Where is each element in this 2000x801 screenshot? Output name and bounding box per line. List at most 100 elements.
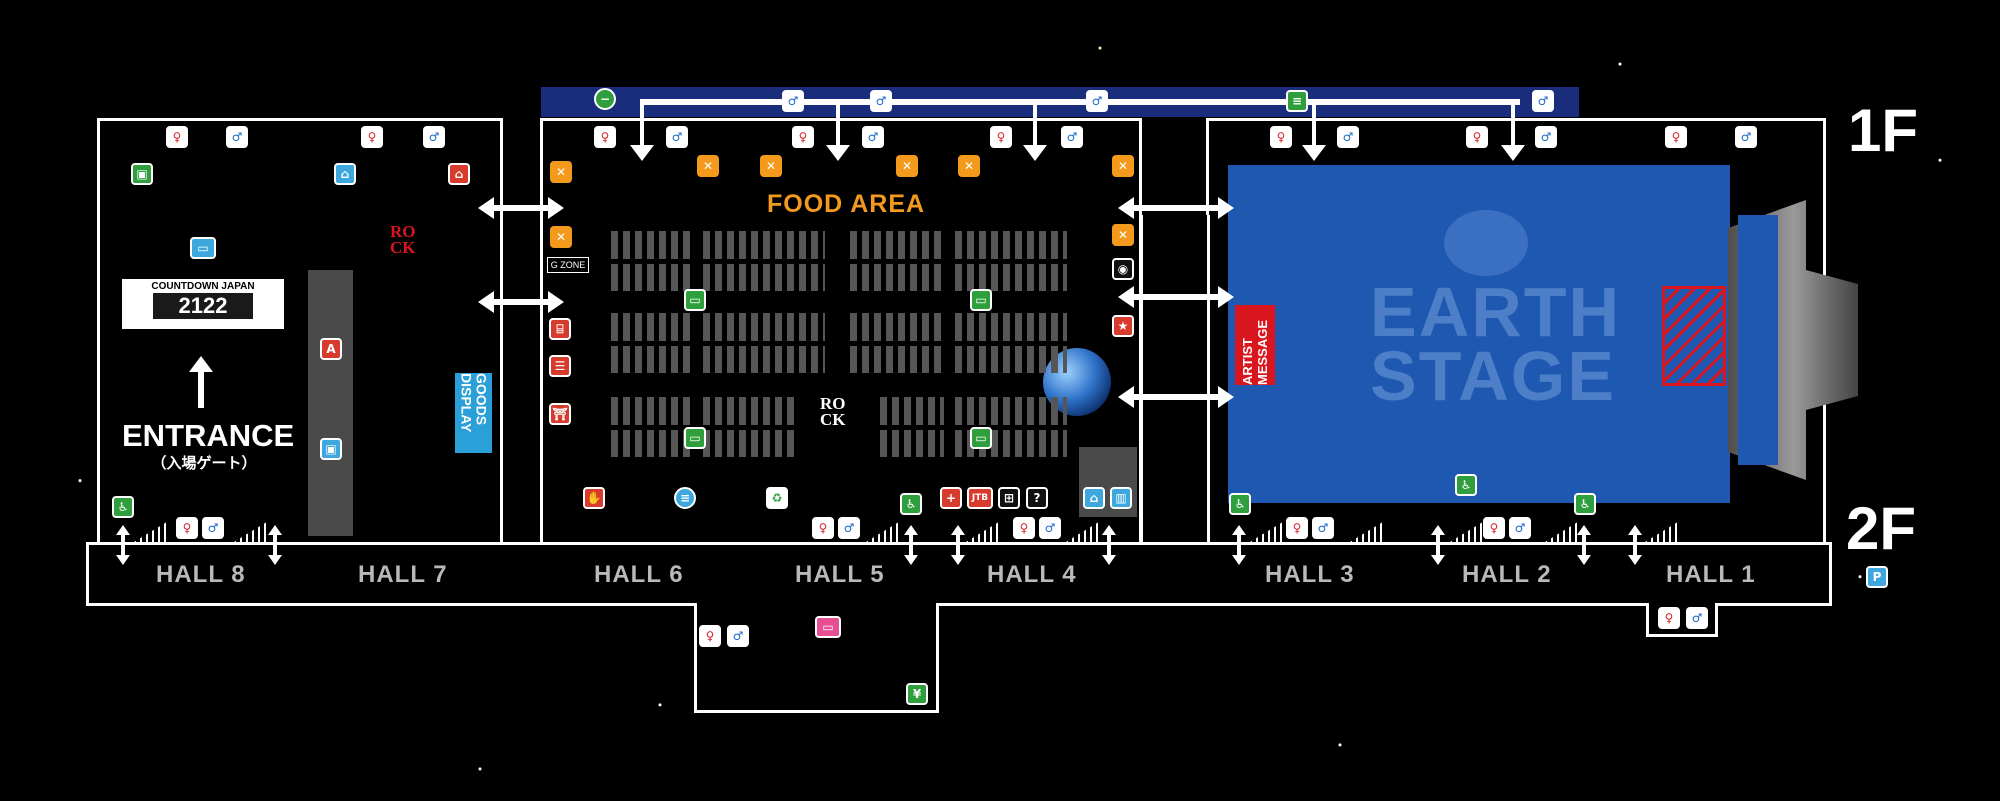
earth-stage-line1: EARTH xyxy=(1370,273,1622,351)
restroom-male-icon: ♂ xyxy=(1039,517,1061,539)
food-stall-icon: ✕ xyxy=(550,161,572,183)
restroom-male-icon: ♂ xyxy=(1686,607,1708,629)
walkway-line xyxy=(640,99,1520,105)
jtb-icon: JTB xyxy=(967,487,993,509)
restroom-female-icon: ♀ xyxy=(1483,517,1505,539)
atm-icon: ¥ xyxy=(906,683,928,705)
seating-block xyxy=(611,231,691,291)
restroom-icon: ♂ xyxy=(782,90,804,112)
passage-arrow xyxy=(1118,286,1234,308)
restroom-icon: ♂ xyxy=(870,90,892,112)
hall-label-1: HALL 1 xyxy=(1666,561,1756,588)
rest-area-icon: ▭ xyxy=(970,427,992,449)
cloakroom-icon: ▣ xyxy=(131,163,153,185)
floor-connection-arrow xyxy=(904,525,918,565)
hall-label-8: HALL 8 xyxy=(156,561,246,588)
hall-8-7-block xyxy=(97,118,503,548)
seating-block xyxy=(703,313,825,373)
rest-area-icon: ▭ xyxy=(970,289,992,311)
corridor-right xyxy=(1140,215,1210,545)
restroom-male-icon: ♂ xyxy=(1312,517,1334,539)
lantern-icon: ☰ xyxy=(549,355,571,377)
passage-arrow xyxy=(478,197,564,219)
hall-label-7: HALL 7 xyxy=(358,561,448,588)
entrance-sub-label: （入場ゲート） xyxy=(151,455,257,472)
goods-display-sign: GOODS DISPLAY xyxy=(455,373,492,453)
g-zone-sign: G ZONE xyxy=(547,257,589,273)
seating-block xyxy=(850,231,944,291)
floor-connection-arrow xyxy=(1232,525,1246,565)
first-aid-icon: + xyxy=(940,487,962,509)
restroom-female-icon: ♀ xyxy=(1466,126,1488,148)
floor-label-2f: 2F xyxy=(1846,495,1917,562)
passage-arrow xyxy=(1118,386,1234,408)
restroom-female-icon: ♀ xyxy=(1013,517,1035,539)
restroom-male-icon: ♂ xyxy=(423,126,445,148)
rest-area-icon: ▭ xyxy=(684,427,706,449)
entrance-arrow xyxy=(198,368,204,408)
walkway-down-arrow xyxy=(1501,99,1525,161)
restroom-male-icon: ♂ xyxy=(202,517,224,539)
shop-icon: A xyxy=(320,338,342,360)
clothing-icon: ⌂ xyxy=(334,163,356,185)
entrance-label: ENTRANCE xyxy=(122,418,295,453)
seating-block xyxy=(955,313,1067,373)
food-stall-icon: ✕ xyxy=(760,155,782,177)
food-stall-icon: ✕ xyxy=(1112,224,1134,246)
restroom-male-icon: ♂ xyxy=(727,625,749,647)
restroom-male-icon: ♂ xyxy=(226,126,248,148)
drink-icon: ≡ xyxy=(674,487,696,509)
hall-label-4: HALL 4 xyxy=(987,561,1077,588)
food-stall-icon: ✕ xyxy=(1112,155,1134,177)
hall-7-partition xyxy=(308,270,353,536)
passage-arrow xyxy=(1118,197,1234,219)
floor-connection-arrow xyxy=(1628,525,1642,565)
seating-block xyxy=(955,231,1067,291)
restroom-icon: ♂ xyxy=(1532,90,1554,112)
food-stall-icon: ✕ xyxy=(550,226,572,248)
hand-icon: ✋ xyxy=(583,487,605,509)
shop-icon: ⌸ xyxy=(549,318,571,340)
accessible-icon: ♿ xyxy=(1574,493,1596,515)
rest-area-icon: ▭ xyxy=(684,289,706,311)
restroom-female-icon: ♀ xyxy=(1270,126,1292,148)
food-stall-icon: ✕ xyxy=(958,155,980,177)
floor-connection-arrow xyxy=(1577,525,1591,565)
restroom-male-icon: ♂ xyxy=(838,517,860,539)
floor-connection-arrow xyxy=(1431,525,1445,565)
countdown-sign: COUNTDOWN JAPAN 2122 xyxy=(122,279,284,329)
seating-block xyxy=(611,313,691,373)
floor-connection-arrow xyxy=(951,525,965,565)
restroom-female-icon: ♀ xyxy=(699,625,721,647)
countdown-sign-title: COUNTDOWN JAPAN xyxy=(151,281,255,292)
floor-connection-arrow xyxy=(268,525,282,565)
restroom-male-icon: ♂ xyxy=(1337,126,1359,148)
locker-icon: ▣ xyxy=(320,438,342,460)
rock-logo: RO CK xyxy=(390,222,416,257)
restroom-icon: ♂ xyxy=(1086,90,1108,112)
shrine-icon: ⛩ xyxy=(549,403,571,425)
restroom-male-icon: ♂ xyxy=(1535,126,1557,148)
earth-stage-title: EARTH STAGE xyxy=(1370,273,1622,411)
recycling-icon: ♻ xyxy=(766,487,788,509)
clothing-icon: ⌂ xyxy=(448,163,470,185)
restroom-female-icon: ♀ xyxy=(1665,126,1687,148)
seating-block xyxy=(703,397,797,457)
passage-arrow xyxy=(478,291,564,313)
hall-label-2: HALL 2 xyxy=(1462,561,1552,588)
luggage-icon: ▥ xyxy=(1110,487,1132,509)
restroom-female-icon: ♀ xyxy=(166,126,188,148)
globe-emblem xyxy=(1444,210,1528,276)
parking-icon: P xyxy=(1866,566,1888,588)
accessible-icon: ♿ xyxy=(900,493,922,515)
restroom-male-icon: ♂ xyxy=(1061,126,1083,148)
food-stall-icon: ✕ xyxy=(697,155,719,177)
restroom-male-icon: ♂ xyxy=(1509,517,1531,539)
walkway-down-arrow xyxy=(1302,99,1326,161)
seating-block xyxy=(880,397,944,457)
seating-block xyxy=(850,313,944,373)
accessible-icon: ♿ xyxy=(112,496,134,518)
star-icon: ★ xyxy=(1112,315,1134,337)
entrance-arrow-head xyxy=(189,356,213,372)
